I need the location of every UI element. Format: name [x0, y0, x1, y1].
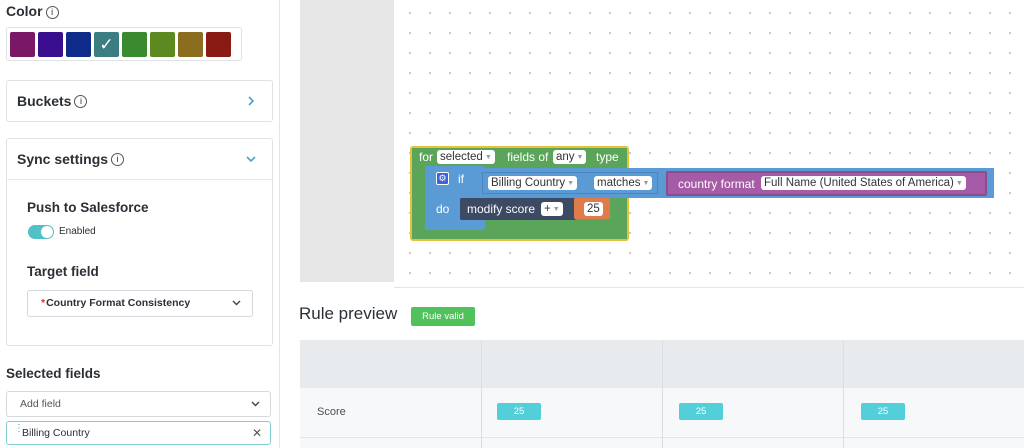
selected-fields-title: Selected fields [6, 366, 101, 381]
chevron-down-icon [232, 300, 241, 306]
workspace-divider [394, 287, 1024, 288]
gear-icon[interactable]: ⚙ [436, 172, 449, 185]
color-swatch[interactable] [150, 31, 175, 57]
target-field-select[interactable]: *Country Format Consistency [27, 290, 253, 317]
buckets-title: Buckets [17, 93, 72, 109]
required-marker: * [41, 297, 46, 309]
chevron-right-icon[interactable] [244, 94, 258, 108]
format-dropdown[interactable]: Full Name (United States of America)▼ [761, 176, 966, 190]
modify-score-label: modify score [467, 202, 536, 216]
if-keyword: if [458, 172, 464, 186]
operator-dropdown[interactable]: matches▼ [594, 176, 653, 190]
amount-value: 25 [587, 203, 600, 215]
selected-value: selected [440, 151, 483, 163]
dropdown-arrow-icon: ▼ [484, 154, 492, 161]
color-swatch[interactable] [122, 31, 147, 57]
dropdown-arrow-icon: ▼ [642, 180, 650, 187]
sync-settings-body: Push to Salesforce Enabled Target field … [7, 179, 272, 344]
drag-handle-icon[interactable]: ⋮ [14, 423, 24, 434]
chevron-down-icon[interactable] [244, 152, 258, 166]
field-dropdown[interactable]: Billing Country▼ [488, 176, 578, 190]
color-swatch[interactable] [38, 31, 63, 57]
block-workspace[interactable] [394, 0, 1024, 287]
remove-icon[interactable]: ✕ [251, 426, 262, 440]
chevron-down-icon [251, 401, 260, 407]
selected-field-chip[interactable]: ⋮ Billing Country ✕ [6, 421, 271, 445]
for-loop-footer [412, 231, 627, 239]
target-field-value: Country Format Consistency [46, 297, 191, 309]
dropdown-arrow-icon: ▼ [576, 154, 584, 161]
dropdown-arrow-icon: ▼ [567, 180, 575, 187]
color-picker: ✓ [6, 27, 242, 61]
rule-preview-title: Rule preview [299, 304, 398, 323]
toggle-state-text: Enabled [59, 226, 96, 237]
operator-value: matches [597, 177, 641, 189]
color-title-text: Color [6, 3, 43, 19]
checkmark-icon: ✓ [99, 34, 114, 54]
color-swatch[interactable] [206, 31, 231, 57]
score-value: 25 [679, 403, 723, 420]
color-swatch[interactable]: ✓ [94, 31, 119, 57]
add-field-placeholder: Add field [20, 398, 61, 410]
dropdown-arrow-icon: ▼ [552, 206, 560, 213]
country-format-label: country format [678, 177, 755, 191]
selected-dropdown[interactable]: selected▼ [437, 150, 495, 164]
target-field-label: Target field [27, 264, 99, 279]
for-keyword: for [419, 150, 434, 164]
any-dropdown[interactable]: any▼ [553, 150, 587, 164]
info-icon[interactable]: i [45, 6, 59, 19]
toolbox-area [300, 0, 394, 282]
info-icon[interactable]: i [74, 94, 88, 108]
fields-of-text: fields of [507, 150, 549, 164]
info-icon[interactable]: i [111, 152, 125, 166]
chip-label: Billing Country [22, 427, 90, 439]
do-keyword: do [436, 202, 450, 216]
push-toggle[interactable] [28, 225, 54, 239]
rule-valid-badge: Rule valid [411, 307, 475, 326]
op-dropdown[interactable]: +▼ [541, 202, 563, 216]
score-value: 25 [861, 403, 905, 420]
sync-settings-title: Sync settings [17, 151, 109, 167]
push-to-salesforce-label: Push to Salesforce [27, 200, 149, 215]
field-name-value: Billing Country [491, 177, 566, 189]
add-field-select[interactable]: Add field [6, 391, 271, 417]
preview-table: Score 25 25 25 [300, 340, 1024, 448]
dropdown-arrow-icon: ▼ [955, 180, 963, 187]
column-divider [481, 340, 482, 448]
color-swatch[interactable] [10, 31, 35, 57]
type-keyword: type [596, 150, 619, 164]
score-row-label: Score [317, 406, 346, 418]
any-value: any [556, 151, 575, 163]
column-divider [662, 340, 663, 448]
op-value: + [544, 203, 551, 215]
format-value: Full Name (United States of America) [764, 177, 954, 189]
color-swatch[interactable] [66, 31, 91, 57]
score-value: 25 [497, 403, 541, 420]
color-swatch[interactable] [178, 31, 203, 57]
column-divider [843, 340, 844, 448]
amount-field[interactable]: 25 [584, 202, 603, 216]
